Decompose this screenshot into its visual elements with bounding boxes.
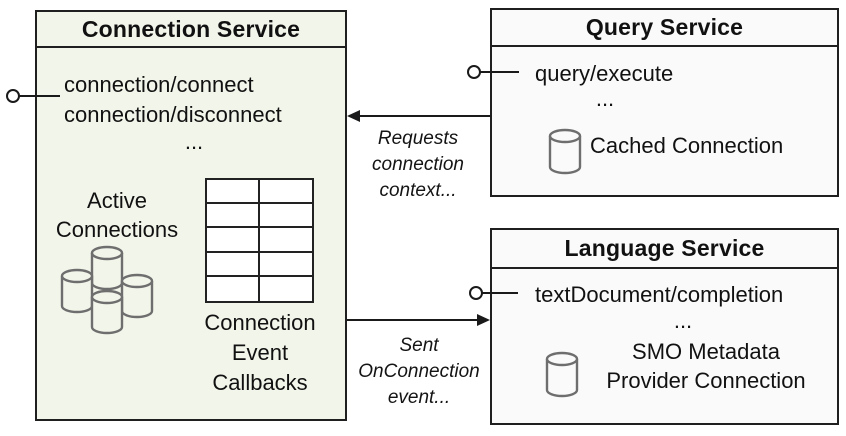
query-methods-ellipsis: ...: [595, 86, 615, 111]
connection-service-box: Connection Service connection/connect co…: [35, 10, 347, 421]
query-service-box: Query Service query/execute ... Cached C…: [490, 8, 839, 197]
method-connection-disconnect: connection/disconnect: [64, 102, 282, 127]
database-cylinder-icon: [90, 289, 124, 335]
cached-connection-label: Cached Connection: [590, 133, 784, 158]
connection-service-title: Connection Service: [37, 12, 345, 48]
language-methods-ellipsis: ...: [673, 308, 693, 333]
smo-metadata-provider-label: SMO Metadata Provider Connection: [606, 339, 806, 393]
sent-onconnection-event-label: Sent OnConnection event...: [358, 335, 480, 408]
cached-connection-database-icon: [548, 128, 582, 175]
query-service-title: Query Service: [492, 10, 837, 47]
smo-metadata-database-icon: [545, 351, 579, 398]
language-service-title: Language Service: [492, 230, 837, 269]
callbacks-table-icon: [205, 178, 314, 303]
sent-onconnection-event-arrow: [347, 314, 490, 326]
database-cylinder-icon: [120, 273, 154, 319]
language-service-box: Language Service textDocument/completion…: [490, 228, 839, 425]
connection-event-callbacks-label: Connection Event Callbacks: [204, 310, 316, 395]
method-connection-connect: connection/connect: [64, 72, 254, 97]
method-query-execute: query/execute: [535, 61, 674, 86]
connection-service-methods: connection/connect connection/disconnect…: [64, 70, 344, 154]
requests-connection-context-arrow: [347, 110, 490, 122]
method-textdocument-completion: textDocument/completion: [535, 282, 784, 307]
database-cylinder-icon: [60, 268, 94, 314]
requests-connection-context-label: Requests connection context...: [372, 128, 464, 201]
methods-ellipsis: ...: [184, 129, 204, 154]
database-cylinder-icon: [90, 245, 124, 291]
active-connections-databases-icon: [60, 245, 154, 335]
active-connections-label: Active Connections: [55, 188, 179, 242]
